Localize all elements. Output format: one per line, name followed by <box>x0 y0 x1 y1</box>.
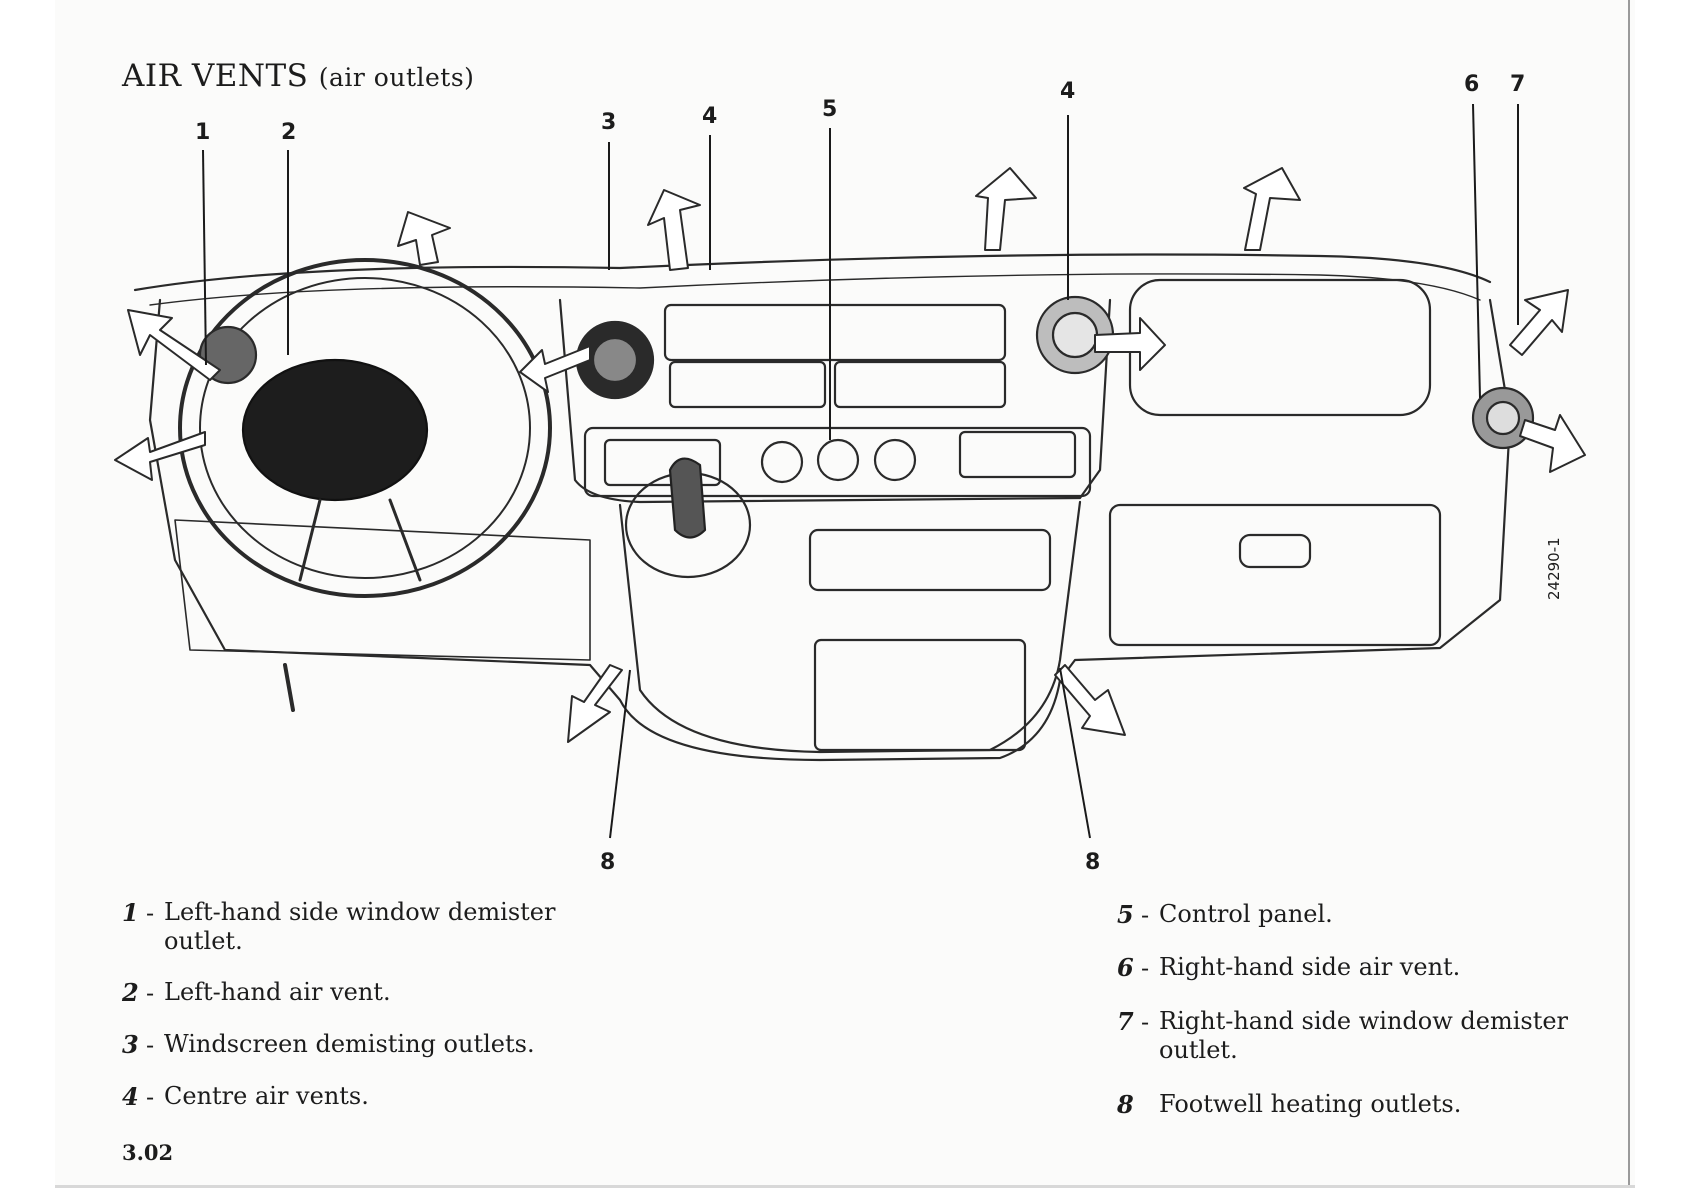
callout-4-right: 4 <box>1060 79 1075 104</box>
legend-item-1: 1-Left-hand side window demister outlet. <box>122 898 582 956</box>
callout-3: 3 <box>601 110 616 135</box>
legend-item-2: 2-Left-hand air vent. <box>122 978 391 1008</box>
legend-item-3: 3-Windscreen demisting outlets. <box>122 1030 535 1060</box>
figure-code: 24290-1 <box>1545 537 1563 600</box>
callout-1: 1 <box>195 120 210 145</box>
arrow-footwell-left <box>568 665 622 742</box>
page-number: 3.02 <box>122 1140 173 1165</box>
leader-1 <box>203 150 206 365</box>
legend-item-4: 4-Centre air vents. <box>122 1082 369 1112</box>
arrow-windscreen-1 <box>398 212 450 265</box>
arrow-windscreen-3 <box>976 168 1036 250</box>
legend-item-7: 7-Right-hand side window demister outlet… <box>1117 1007 1597 1065</box>
arrow-right-vent <box>1520 415 1585 472</box>
callout-2: 2 <box>281 120 296 145</box>
arrow-windscreen-2 <box>648 190 700 270</box>
glovebox <box>1110 505 1440 645</box>
leader-6 <box>1473 104 1480 398</box>
leader-8a <box>610 670 630 838</box>
storage-tray <box>810 530 1050 590</box>
legend-item-6: 6-Right-hand side air vent. <box>1117 953 1460 983</box>
arrow-windscreen-4 <box>1244 168 1300 250</box>
callout-5: 5 <box>822 97 837 122</box>
callout-8-left: 8 <box>600 850 615 875</box>
legend-item-5: 5-Control panel. <box>1117 900 1333 930</box>
radio-unit <box>665 305 1005 360</box>
callout-7: 7 <box>1510 72 1525 97</box>
callout-6: 6 <box>1464 72 1479 97</box>
callout-8-right: 8 <box>1085 850 1100 875</box>
callout-4-left: 4 <box>702 104 717 129</box>
